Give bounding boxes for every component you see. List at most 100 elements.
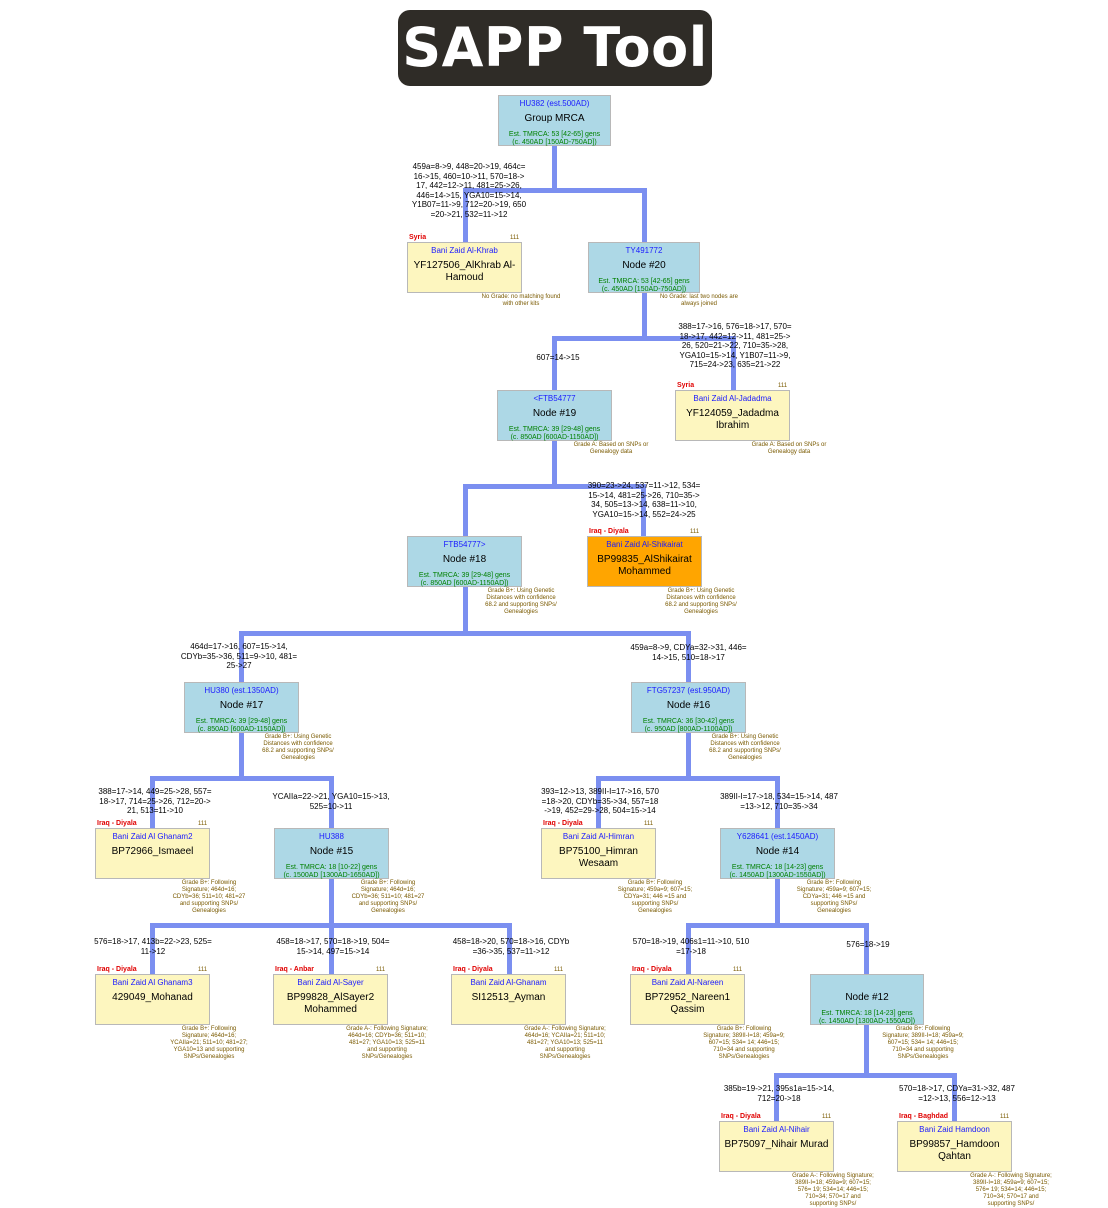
connector-line <box>685 633 691 682</box>
grade-note: Grade A-: Following Signature; 389II-I=1… <box>970 1173 1052 1207</box>
location-label: Iraq - Diyala <box>97 966 137 973</box>
connector-line <box>551 335 736 341</box>
str-count-badge: 111 <box>733 967 743 973</box>
location-label: Iraq - Diyala <box>632 966 672 973</box>
location-label: Iraq - Anbar <box>275 966 315 973</box>
haplogroup-label: Bani Zaid Al-Ghanam <box>470 978 547 987</box>
connector-line <box>551 441 557 489</box>
connector-line <box>640 486 646 536</box>
connector-line <box>773 1075 779 1121</box>
haplogroup-label <box>811 978 923 988</box>
location-label: Syria <box>677 382 695 389</box>
connector-line <box>951 1075 957 1121</box>
node-label: Node #20 <box>622 260 666 271</box>
str-count-badge: 111 <box>1000 1114 1010 1120</box>
tmrca-range: (c. 850AD [600AD-1150AD]) <box>197 726 286 733</box>
connector-line <box>506 925 512 974</box>
tmrca-estimate: Est. TMRCA: 18 [10-22] gens <box>285 864 378 871</box>
tmrca-range: (c. 1500AD [1300AD-1650AD]) <box>283 872 380 879</box>
node-label: Node #18 <box>442 554 487 565</box>
haplogroup-label: Bani Zaid Al-Shikairat <box>606 540 683 549</box>
haplogroup-label: <FTB54777 <box>533 394 576 403</box>
haplogroup-label: TY491772 <box>625 246 663 255</box>
location-label: Syria <box>409 234 427 241</box>
mutation-list: 607=14->15 <box>536 353 580 362</box>
connector-line <box>149 925 155 974</box>
grade-note: Grade B+: Following Signature; 389II-I=1… <box>882 1026 964 1060</box>
grade-note: Grade A-: Following Signature; 464d=16; … <box>346 1026 428 1060</box>
haplogroup-label: Bani Zaid Hamdoon <box>919 1125 990 1134</box>
connector-line <box>149 775 334 781</box>
str-count-badge: 111 <box>644 821 654 827</box>
node-label: Node #12 <box>845 992 889 1003</box>
str-count-badge: 111 <box>510 235 520 241</box>
str-count-badge: 111 <box>778 383 788 389</box>
title-banner: SAPP Tool <box>398 10 712 86</box>
connector-line <box>774 778 780 828</box>
grade-note: Grade B+: Using Genetic Distances with c… <box>262 734 334 761</box>
node-label: Node #16 <box>666 700 711 711</box>
connector-line <box>863 1025 869 1078</box>
str-count-badge: 111 <box>690 529 700 535</box>
tmrca-estimate: Est. TMRCA: 36 [30-42] gens <box>642 718 735 725</box>
tmrca-estimate: Est. TMRCA: 18 [14-23] gens <box>731 864 824 871</box>
grade-note: Grade B+: Using Genetic Distances with c… <box>485 588 557 615</box>
tmrca-range: (c. 1450AD [1300AD-1550AD]) <box>729 872 826 879</box>
tmrca-estimate: Est. TMRCA: 53 [42-65] gens <box>508 131 601 138</box>
grade-note: Grade A: Based on SNPs or Genealogy data <box>751 442 827 455</box>
tmrca-range: (c. 1450AD [1300AD-1550AD]) <box>818 1018 916 1025</box>
str-count-badge: 111 <box>554 967 564 973</box>
mutation-list: 570=18->17, CDYa=31->32, 487 =12->13, 55… <box>899 1084 1015 1103</box>
node-label: BP72952_Nareen1 Qassim <box>644 992 731 1015</box>
haplogroup-label: Bani Zaid Al-Jadadma <box>693 394 772 403</box>
connector-line <box>462 190 468 242</box>
connector-line <box>238 733 244 781</box>
connector-line <box>238 630 691 636</box>
grade-note: Grade B+: Following Signature; 464d=16; … <box>351 880 425 914</box>
connector-line <box>641 293 647 341</box>
haplogroup-label: HU388 <box>319 832 344 841</box>
mutation-list: 393=12->13, 389II-I=17->16, 570 =18->20,… <box>541 787 659 815</box>
node-label: BP75100_Himran Wesaam <box>559 846 638 869</box>
connector-line <box>462 486 468 536</box>
tmrca-estimate: Est. TMRCA: 39 [29-48] gens <box>508 426 601 433</box>
str-count-badge: 111 <box>376 967 386 973</box>
tmrca-range: (c. 850AD [600AD-1150AD]) <box>420 580 509 587</box>
connector-line <box>149 778 155 828</box>
node-label: BP99828_AlSayer2 Mohammed <box>286 992 375 1015</box>
connector-line <box>863 925 869 974</box>
haplogroup-label: Bani Zaid Al-Khrab <box>431 246 498 255</box>
grade-note: No Grade: no matching found with other k… <box>481 294 561 307</box>
grade-note: Grade B+: Using Genetic Distances with c… <box>709 734 781 761</box>
connector-line <box>238 633 244 682</box>
str-count-badge: 111 <box>822 1114 832 1120</box>
haplogroup-label: FTB54777> <box>443 540 486 549</box>
connector-line <box>462 587 468 636</box>
location-label: Iraq - Diyala <box>97 820 137 827</box>
connector-line <box>685 925 691 974</box>
connector-line <box>328 925 334 974</box>
grade-note: Grade B+: Following Signature; 464d=16; … <box>172 880 246 914</box>
haplogroup-label: Bani Zaid Al-Nihair <box>743 1125 810 1134</box>
